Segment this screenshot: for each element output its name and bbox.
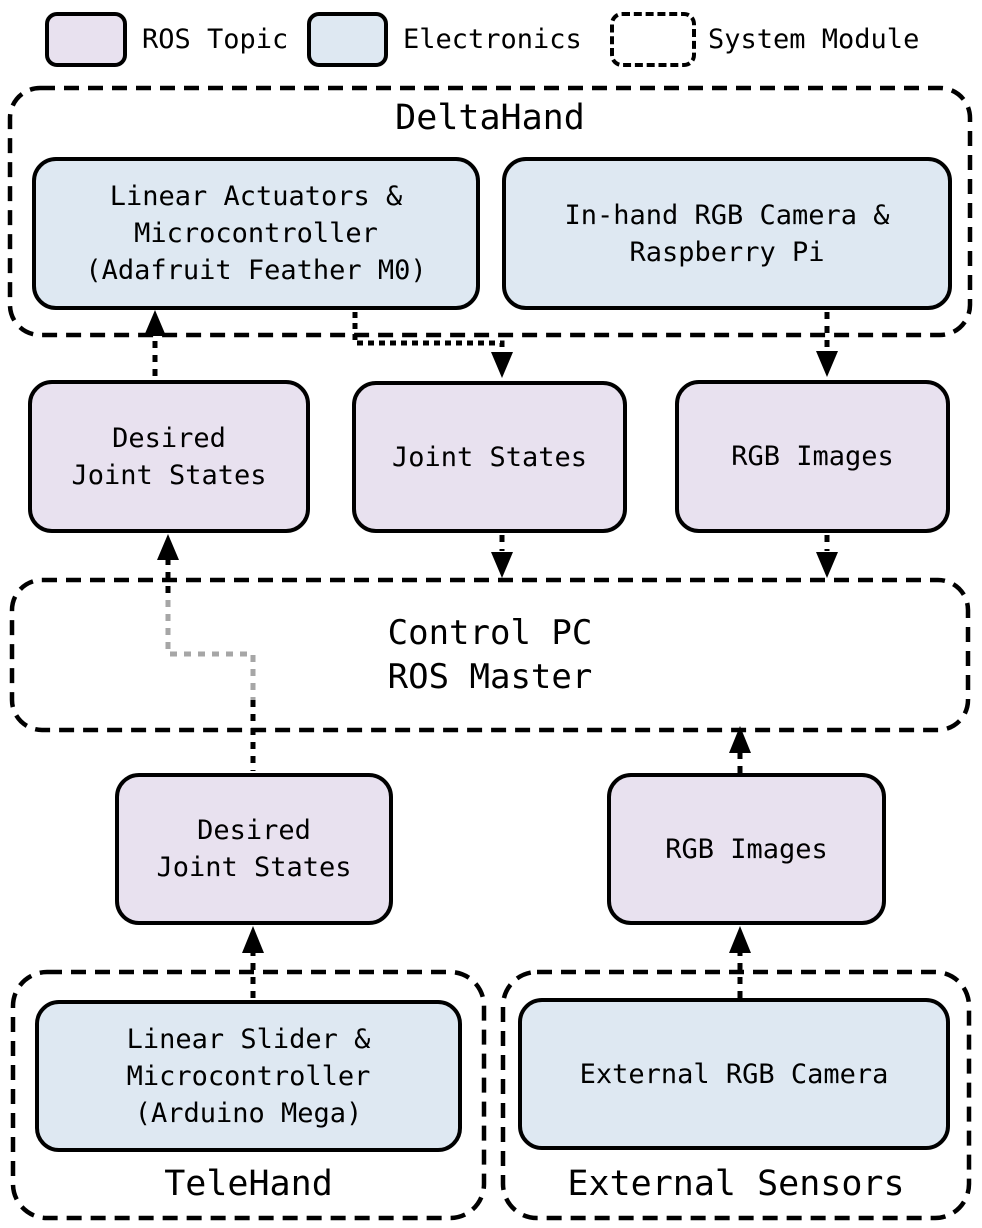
topic-rgb-images-upper: RGB Images <box>675 380 950 533</box>
box-external-camera: External RGB Camera <box>518 998 950 1150</box>
arrowhead-djs-to-actuators <box>144 310 166 336</box>
arrowhead-control-to-djs-upper <box>157 534 179 560</box>
arrowhead-actuators-to-jointstates <box>491 352 513 378</box>
topic-rgb-images-lower: RGB Images <box>607 773 886 925</box>
module-telehand-outline <box>10 969 487 1221</box>
module-external-sensors-title: External Sensors <box>567 1164 905 1204</box>
arrowhead-slider-to-djs-lower <box>242 926 264 953</box>
module-control-pc-title: Control PC ROS Master <box>387 613 593 697</box>
topic-desired-joint-states-lower: Desired Joint States <box>115 773 393 925</box>
module-telehand-title: TeleHand <box>164 1164 333 1204</box>
legend-swatch-system-module <box>610 12 696 67</box>
box-linear-actuators: Linear Actuators & Microcontroller (Adaf… <box>32 157 480 310</box>
topic-desired-joint-states-upper: Desired Joint States <box>28 380 310 533</box>
arrowhead-rgb-upper-to-control <box>816 552 838 578</box>
legend-label-electronics: Electronics <box>403 24 582 55</box>
module-control-pc-outline <box>9 577 971 733</box>
legend-swatch-ros-topic <box>45 12 127 67</box>
module-deltahand-outline <box>7 85 973 338</box>
module-external-sensors-outline <box>500 969 972 1221</box>
legend-label-system-module: System Module <box>708 24 920 55</box>
module-deltahand-title: DeltaHand <box>395 98 585 138</box>
legend-swatch-electronics <box>307 12 388 67</box>
topic-joint-states: Joint States <box>352 381 627 533</box>
box-inhand-camera: In-hand RGB Camera & Raspberry Pi <box>502 157 952 310</box>
arrowhead-rgb-lower-to-control <box>729 726 751 753</box>
arrowhead-camera-to-rgb-upper <box>816 351 838 377</box>
arrow-actuators-to-jointstates <box>352 312 505 352</box>
arrowhead-jointstates-to-control <box>491 552 513 578</box>
arrowhead-extcamera-to-rgb-lower <box>729 926 751 953</box>
legend-label-ros-topic: ROS Topic <box>142 24 289 55</box>
box-linear-slider: Linear Slider & Microcontroller (Arduino… <box>35 1000 462 1152</box>
